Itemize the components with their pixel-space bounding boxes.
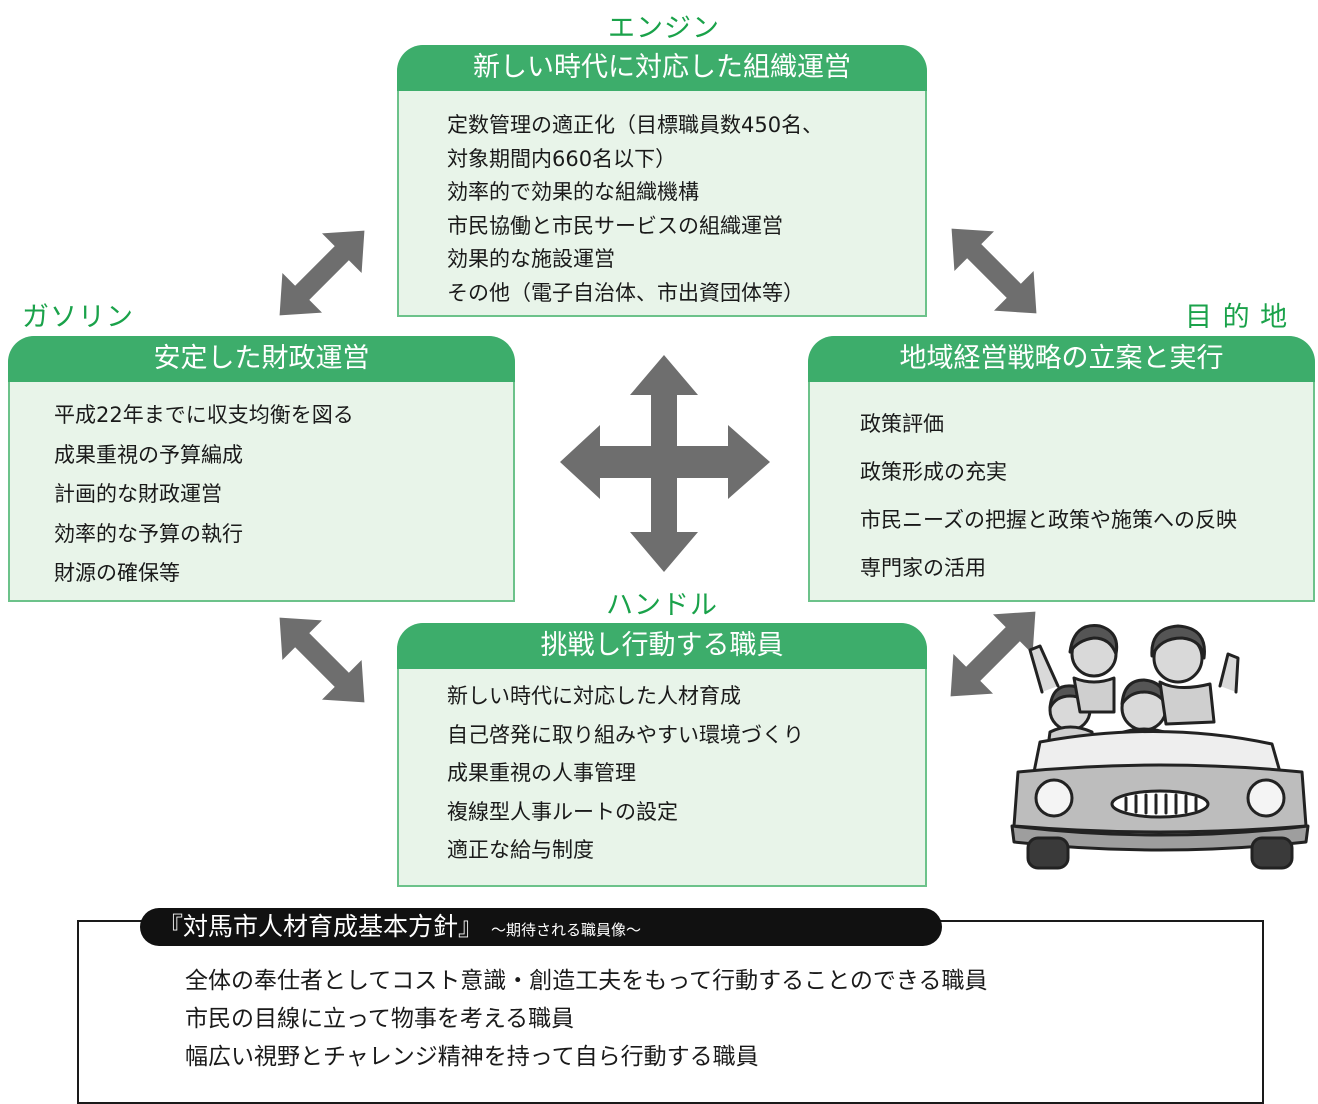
list-item: 市民協働と市民サービスの組織運営 <box>447 213 783 238</box>
finance-panel: 安定した財政運営 平成22年までに収支均衡を図る 成果重視の予算編成 計画的な財… <box>8 336 515 602</box>
engine-label: エンジン <box>608 13 720 44</box>
policy-box <box>77 920 1264 1104</box>
list-item: 幅広い視野とチャレンジ精神を持って自ら行動する職員 <box>185 1044 759 1070</box>
list-item: 専門家の活用 <box>860 556 986 580</box>
list-item: 効率的で効果的な組織機構 <box>447 180 699 204</box>
organization-panel: 新しい時代に対応した組織運営 定数管理の適正化（目標職員数450名、 対象期間内… <box>397 45 927 317</box>
list-item: 全体の奉仕者としてコスト意識・創造工夫をもって行動することのできる職員 <box>185 968 988 994</box>
staff-panel-title: 挑戦し行動する職員 <box>397 623 927 669</box>
list-item: 計画的な財政運営 <box>54 482 222 506</box>
list-item: 財源の確保等 <box>54 561 180 585</box>
list-item: 効果的な施設運営 <box>447 247 615 271</box>
double-arrow-top-left <box>259 210 385 336</box>
four-way-arrow <box>560 355 770 572</box>
organization-panel-title: 新しい時代に対応した組織運営 <box>397 45 927 91</box>
policy-title-bar: 『対馬市人材育成基本方針』 ～期待される職員像～ <box>140 908 942 946</box>
strategy-panel: 地域経営戦略の立案と実行 政策評価 政策形成の充実 市民ニーズの把握と政策や施策… <box>808 336 1315 602</box>
list-item: 自己啓発に取り組みやすい環境づくり <box>447 722 804 747</box>
list-item: その他（電子自治体、市出資団体等） <box>447 280 804 305</box>
finance-item-list: 平成22年までに収支均衡を図る 成果重視の予算編成 計画的な財政運営 効率的な予… <box>54 396 354 594</box>
list-item: 平成22年までに収支均衡を図る <box>54 403 354 427</box>
car-with-people-illustration <box>1010 624 1310 870</box>
list-item: 政策評価 <box>860 412 944 436</box>
policy-subtitle: ～期待される職員像～ <box>490 921 641 939</box>
strategy-panel-title: 地域経営戦略の立案と実行 <box>808 336 1315 382</box>
policy-item-list: 全体の奉仕者としてコスト意識・創造工夫をもって行動することのできる職員 市民の目… <box>185 962 987 1076</box>
staff-item-list: 新しい時代に対応した人材育成 自己啓発に取り組みやすい環境づくり 成果重視の人事… <box>447 677 804 870</box>
list-item: 対象期間内660名以下） <box>447 146 677 171</box>
gasoline-label: ガソリン <box>22 302 134 333</box>
list-item: 適正な給与制度 <box>447 838 594 862</box>
list-item: 成果重視の人事管理 <box>447 761 636 785</box>
double-arrow-top-right <box>931 208 1057 334</box>
list-item: 市民ニーズの把握と政策や施策への反映 <box>860 508 1237 532</box>
list-item: 政策形成の充実 <box>860 460 1007 484</box>
list-item: 効率的な予算の執行 <box>54 521 243 546</box>
strategy-item-list: 政策評価 政策形成の充実 市民ニーズの把握と政策や施策への反映 専門家の活用 <box>860 400 1237 592</box>
destination-label: 目 的 地 <box>1185 302 1289 333</box>
staff-panel: 挑戦し行動する職員 新しい時代に対応した人材育成 自己啓発に取り組みやすい環境づ… <box>397 623 927 887</box>
finance-panel-title: 安定した財政運営 <box>8 336 515 382</box>
list-item: 定数管理の適正化（目標職員数450名、 <box>447 113 824 137</box>
list-item: 成果重視の予算編成 <box>54 442 243 467</box>
organization-item-list: 定数管理の適正化（目標職員数450名、 対象期間内660名以下） 効率的で効果的… <box>447 109 823 310</box>
double-arrow-bottom-left <box>259 597 385 723</box>
policy-title: 『対馬市人材育成基本方針』 ～期待される職員像～ <box>158 910 641 947</box>
handle-label: ハンドル <box>606 590 718 621</box>
list-item: 市民の目線に立って物事を考える職員 <box>185 1006 575 1032</box>
policy-title-text: 『対馬市人材育成基本方針』 <box>158 912 484 941</box>
list-item: 複線型人事ルートの設定 <box>447 799 678 824</box>
list-item: 新しい時代に対応した人材育成 <box>447 684 741 708</box>
